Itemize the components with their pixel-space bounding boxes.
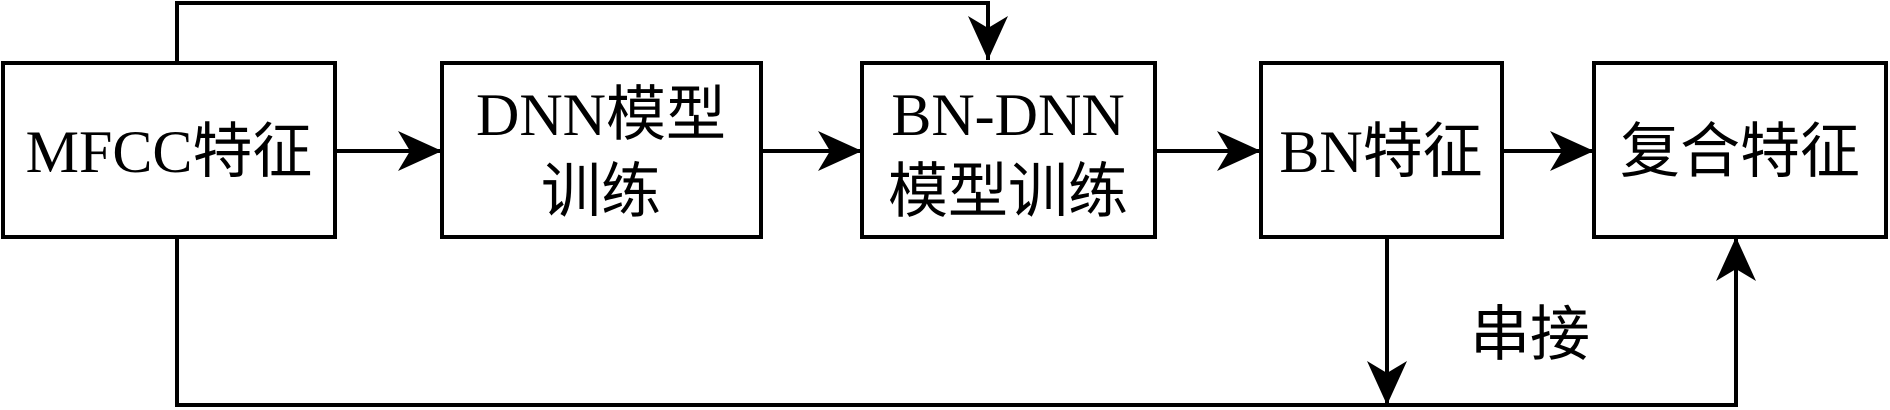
node-mfcc-label: MFCC特征 [26,119,313,185]
node-bndnn-label-line1: BN-DNN [891,82,1124,148]
node-composite-label: 复合特征 [1620,119,1860,185]
node-bndnn-label-line2: 模型训练 [888,159,1128,225]
node-composite: 复合特征 [1592,61,1888,239]
edge-mfcc-down-bottom-rail [175,237,1756,407]
node-dnn: DNN模型 训练 [440,61,763,239]
node-bn: BN特征 [1259,61,1504,239]
concat-label: 串接 [1470,302,1590,368]
node-mfcc: MFCC特征 [1,61,337,239]
node-bn-label: BN特征 [1279,119,1482,185]
node-dnn-label-line2: 训练 [541,159,661,225]
node-dnn-label-line1: DNN模型 [476,82,726,148]
connectors [175,1,1756,407]
node-bndnn: BN-DNN 模型训练 [860,61,1157,239]
edge-mfcc-to-bndnn-top [175,1,1008,63]
